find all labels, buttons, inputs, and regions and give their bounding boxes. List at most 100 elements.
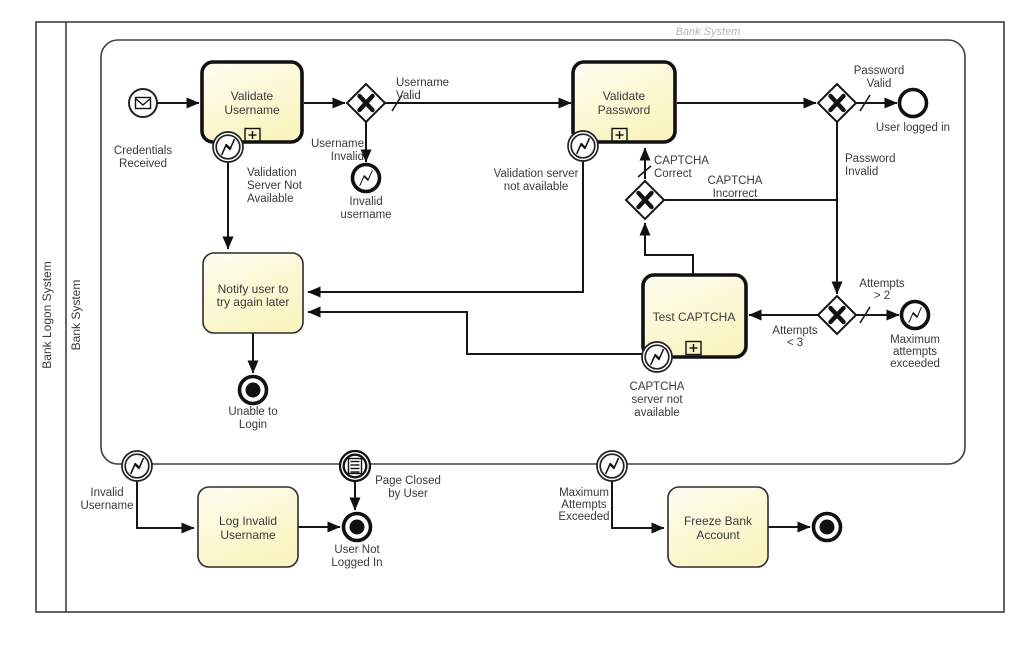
boundary-event-page-closed[interactable] [338, 449, 372, 483]
flow-label-username-valid: Username Valid [396, 77, 449, 102]
end-event-account-frozen[interactable] [811, 511, 843, 543]
subprocess-bank-system-frame[interactable] [100, 39, 966, 465]
svg-text:Correct: Correct [654, 168, 693, 180]
svg-text:server not: server not [631, 394, 683, 406]
flow-label-attempts-lt-3: Attempts < 3 [772, 325, 818, 349]
task-notify-user-label: Notify user to [218, 282, 289, 296]
svg-text:User Not: User Not [334, 544, 380, 556]
error-icon [650, 348, 665, 366]
svg-text:available: available [634, 407, 679, 419]
event-label-captcha-server-not-available: CAPTCHA server not available [630, 381, 685, 419]
task-log-invalid-username[interactable]: Log Invalid Username [197, 486, 299, 568]
pool-title: Bank Logon System [40, 261, 54, 368]
svg-text:Password: Password [845, 153, 896, 165]
flow-captcha-server-na-to-notify[interactable] [307, 306, 643, 355]
svg-text:CAPTCHA: CAPTCHA [708, 175, 763, 187]
task-log-invalid-username-label: Log Invalid [219, 514, 277, 528]
error-icon [605, 457, 620, 475]
event-label-page-closed-by-user: Page Closed by User [375, 475, 441, 500]
default-flow-marker-attempts [859, 306, 871, 324]
svg-text:Page Closed: Page Closed [375, 475, 441, 487]
svg-text:username: username [340, 209, 391, 221]
default-flow-marker-password-valid [859, 94, 871, 112]
svg-text:Attempts: Attempts [561, 499, 607, 511]
svg-text:> 2: > 2 [874, 290, 890, 302]
gateway-username-valid[interactable] [345, 82, 387, 124]
gateway-attempts[interactable] [816, 294, 858, 336]
task-test-captcha-label: Test CAPTCHA [653, 310, 736, 324]
boundary-event-max-attempts[interactable] [596, 450, 628, 482]
svg-text:Available: Available [247, 193, 293, 205]
flow-label-captcha-incorrect: CAPTCHA Incorrect [708, 175, 763, 200]
svg-text:not available: not available [504, 181, 569, 193]
lane-title: Bank System [69, 280, 83, 351]
gateway-password-valid[interactable] [816, 82, 858, 124]
svg-text:Invalid: Invalid [349, 196, 382, 208]
svg-text:Valid: Valid [396, 90, 421, 102]
end-event-user-logged-in[interactable] [897, 87, 929, 119]
svg-text:exceeded: exceeded [890, 358, 940, 370]
subprocess-marker-icon [685, 340, 702, 356]
terminate-icon [245, 382, 261, 398]
svg-text:Maximum: Maximum [890, 334, 940, 346]
svg-text:Username: Username [311, 138, 364, 150]
gateway-x-icon [357, 93, 375, 113]
conditional-icon [347, 457, 363, 475]
error-icon [576, 137, 591, 155]
gateway-x-icon [636, 190, 654, 210]
default-flow-marker-captcha-correct [637, 165, 652, 178]
task-test-captcha[interactable]: Test CAPTCHA [641, 273, 748, 359]
task-notify-user[interactable]: Notify user to try again later [202, 252, 304, 334]
gateway-x-icon [828, 305, 846, 325]
svg-text:User logged in: User logged in [876, 122, 950, 134]
svg-text:Unable to: Unable to [228, 406, 277, 418]
flow-label-password-invalid: Password Invalid [845, 153, 896, 178]
task-log-invalid-username-label2: Username [220, 528, 276, 542]
svg-text:Username: Username [80, 500, 133, 512]
flow-label-username-invalid: Username Invalid [311, 138, 364, 163]
task-validate-password[interactable]: Validate Password [571, 60, 677, 144]
event-label-user-not-logged-in: User Not Logged In [331, 544, 382, 569]
pool-border [35, 21, 1005, 613]
flow-label-captcha-correct: CAPTCHA Correct [654, 155, 709, 180]
event-label-user-logged-in: User logged in [876, 122, 950, 134]
subprocess-marker-icon [611, 127, 628, 143]
svg-text:Received: Received [119, 158, 167, 170]
svg-text:CAPTCHA: CAPTCHA [630, 381, 685, 393]
flow-max-attempts-to-freeze-task[interactable] [611, 481, 665, 534]
error-icon [130, 457, 145, 475]
flow-label-validation-server-not-available-1: Validation Server Not Available [247, 167, 303, 205]
boundary-event-invalid-username[interactable] [121, 450, 153, 482]
task-notify-user-label2: try again later [217, 295, 290, 309]
flow-test-captcha-to-gateway[interactable] [639, 222, 694, 277]
gateway-x-icon [828, 93, 846, 113]
task-freeze-bank-account[interactable]: Freeze Bank Account [667, 486, 769, 568]
flow-invalid-username-to-log-task[interactable] [136, 481, 195, 534]
task-validate-username[interactable]: Validate Username [200, 60, 304, 144]
end-event-max-attempts-exceeded[interactable] [899, 299, 931, 331]
error-icon [908, 307, 922, 323]
end-event-invalid-username[interactable] [350, 162, 382, 194]
gateway-captcha-result[interactable] [624, 179, 666, 221]
task-validate-username-label: Validate [231, 89, 274, 103]
svg-text:Validation: Validation [247, 167, 297, 179]
flow-validation-server-na-to-notify[interactable] [307, 161, 584, 298]
flow-label-password-valid: Password Valid [854, 65, 905, 90]
boundary-event-validate-password-error[interactable] [567, 130, 599, 162]
boundary-event-validate-username-error[interactable] [212, 131, 244, 163]
task-validate-password-label2: Password [598, 103, 651, 117]
boundary-event-test-captcha-error[interactable] [641, 341, 673, 373]
subprocess-marker-icon [244, 127, 261, 143]
start-event-credentials-received[interactable] [128, 88, 158, 118]
end-event-user-not-logged-in[interactable] [341, 511, 373, 543]
end-event-unable-to-login[interactable] [237, 374, 269, 406]
subprocess-bank-system-title: Bank System [676, 26, 741, 38]
pool-bank-logon-system: Bank Logon System Bank System [35, 21, 1005, 613]
error-icon [221, 138, 236, 156]
event-label-credentials-received: Credentials Received [114, 145, 172, 170]
svg-text:attempts: attempts [893, 346, 937, 358]
default-flow-marker-username-valid [391, 94, 403, 112]
svg-text:Maximum: Maximum [559, 487, 609, 499]
svg-text:CAPTCHA: CAPTCHA [654, 155, 709, 167]
